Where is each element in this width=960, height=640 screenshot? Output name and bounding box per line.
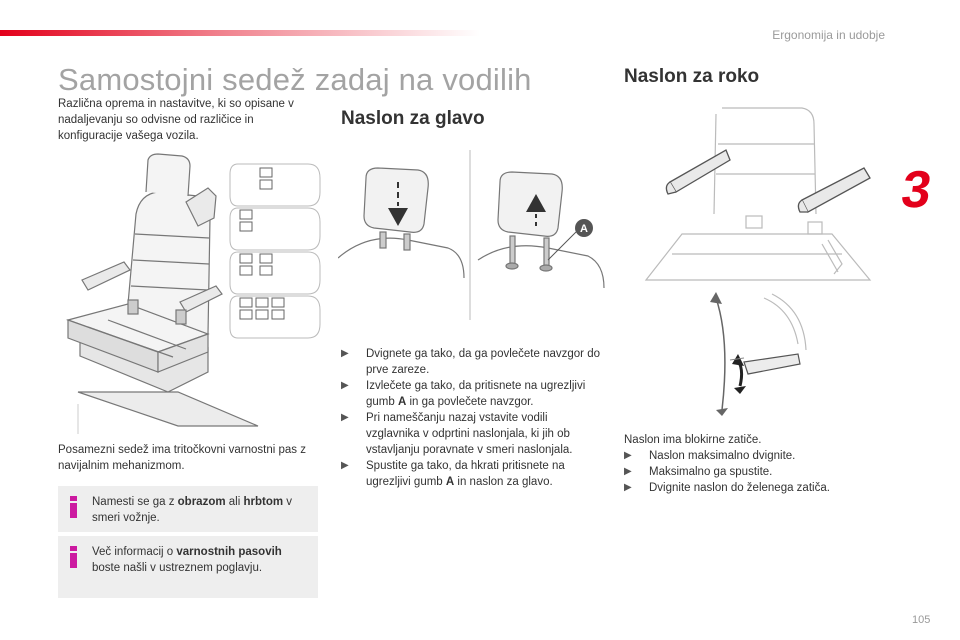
triangle-bullet-icon: ▶	[624, 450, 632, 461]
triangle-bullet-icon: ▶	[624, 482, 632, 493]
list-item: ▶Dvignete ga tako, da ga povlečete navzg…	[341, 348, 600, 376]
seat-description: Posamezni sedež ima tritočkovni varnostn…	[58, 444, 306, 472]
list-item: ▶Maksimalno ga spustite.	[624, 466, 773, 478]
list-item: ▶Spustite ga tako, da hkrati pritisnete …	[341, 460, 565, 488]
page-title: Samostojni sedež zadaj na vodilih	[58, 62, 532, 97]
list-item: ▶Dvignite naslon do želenega zatiča.	[624, 482, 830, 494]
armrest-instructions: ▶Naslon maksimalno dvignite. ▶Maksimalno…	[624, 448, 884, 496]
header-accent-bar	[0, 30, 480, 36]
list-item: ▶Pri nameščanju nazaj vstavite vodili vz…	[341, 412, 573, 456]
info-box-orientation: Namesti se ga z obrazom ali hrbtom v sme…	[58, 486, 318, 532]
triangle-bullet-icon: ▶	[341, 380, 349, 391]
info-icon	[70, 496, 77, 518]
triangle-bullet-icon: ▶	[341, 460, 349, 471]
button-a-label: A	[580, 223, 588, 235]
headrest-illustration: A	[338, 148, 608, 328]
list-item: ▶Izvlečete ga tako, da pritisnete na ugr…	[341, 380, 586, 408]
chapter-name: Ergonomija in udobje	[772, 28, 885, 42]
chapter-number: 3	[897, 161, 935, 219]
triangle-bullet-icon: ▶	[341, 412, 349, 423]
headrest-instructions: ▶Dvignete ga tako, da ga povlečete navzg…	[341, 346, 603, 490]
triangle-bullet-icon: ▶	[624, 466, 632, 477]
armrest-seat-illustration	[642, 104, 882, 290]
triangle-bullet-icon: ▶	[341, 348, 349, 359]
armrest-heading: Naslon za roko	[624, 66, 760, 87]
intro-text: Različna oprema in nastavitve, ki so opi…	[58, 98, 294, 142]
info-box-seatbelts: Več informacij o varnostnih pasovih bost…	[58, 536, 318, 598]
page-number: 105	[912, 614, 931, 626]
armrest-positions-illustration	[700, 290, 810, 420]
list-item: ▶Naslon maksimalno dvignite.	[624, 450, 796, 462]
seat-illustration	[58, 152, 322, 434]
headrest-heading: Naslon za glavo	[341, 108, 485, 129]
info-icon	[70, 546, 77, 568]
armrest-intro: Naslon ima blokirne zatiče.	[624, 434, 762, 446]
